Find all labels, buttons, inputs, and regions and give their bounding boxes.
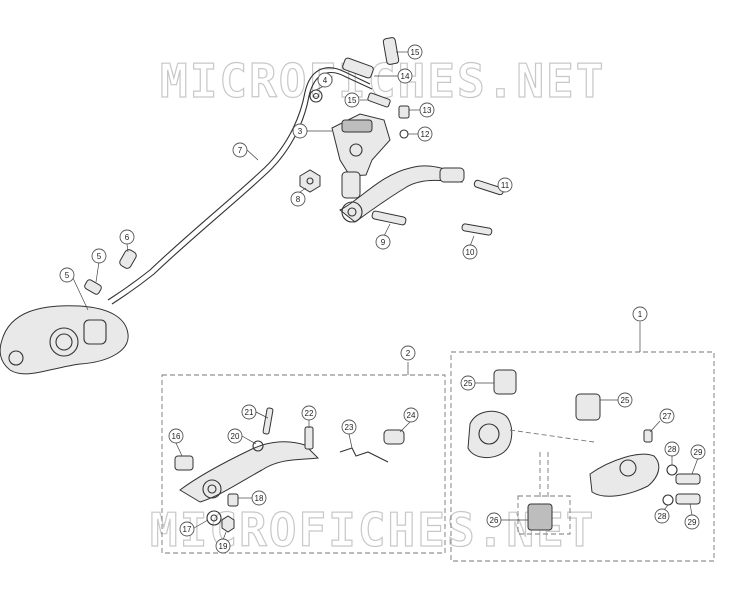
callout-25-left: 25	[464, 379, 473, 388]
callout-15: 15	[411, 48, 420, 57]
banjo-bolt-15	[367, 92, 391, 108]
callout-28-bottom: 28	[658, 512, 667, 521]
piston-25b	[575, 393, 601, 421]
callout-2: 2	[406, 349, 411, 358]
callout-17: 17	[183, 525, 192, 534]
callout-8: 8	[296, 195, 301, 204]
cap-13	[398, 105, 410, 119]
group-box-2	[161, 374, 446, 554]
callout-18: 18	[255, 494, 264, 503]
callout-29-top: 29	[694, 448, 703, 457]
callout-28-top: 28	[668, 445, 677, 454]
callout-9: 9	[381, 238, 386, 247]
callout-5-upper: 5	[97, 252, 102, 261]
clip-6	[119, 249, 137, 269]
group-box-1	[450, 351, 715, 562]
brake-pads-26	[527, 503, 553, 531]
callout-12: 12	[421, 130, 430, 139]
callout-26: 26	[490, 516, 499, 525]
callout-27: 27	[663, 412, 672, 421]
callout-13: 13	[423, 106, 432, 115]
callout-16: 16	[172, 432, 181, 441]
callouts: 15 14 4 15 13 12 3 7 11 8	[59, 44, 706, 554]
callout-4: 4	[323, 76, 328, 85]
pin-21	[262, 407, 274, 435]
pin-22	[304, 426, 314, 450]
pin-10	[461, 223, 493, 236]
callout-29-bottom: 29	[688, 518, 697, 527]
callout-6: 6	[125, 233, 130, 242]
nut-8	[299, 169, 321, 193]
bushing-18	[227, 493, 239, 507]
callout-21: 21	[245, 408, 254, 417]
callout-11: 11	[501, 181, 510, 190]
callout-24: 24	[407, 411, 416, 420]
brake-pedal-assembly	[179, 441, 320, 503]
callout-25-right: 25	[621, 396, 630, 405]
bleeder-27	[643, 429, 653, 443]
callout-5-lower: 5	[65, 271, 70, 280]
washer-17	[206, 510, 222, 526]
callout-7: 7	[238, 146, 243, 155]
pin-9	[371, 210, 407, 226]
bolt-5-upper	[84, 279, 102, 295]
bolt-29b	[675, 493, 701, 505]
callout-22: 22	[305, 409, 314, 418]
nut-19	[221, 515, 235, 533]
callout-3: 3	[298, 127, 303, 136]
washer-12	[399, 129, 409, 139]
callout-1: 1	[638, 310, 643, 319]
banjo-fitting	[342, 57, 374, 79]
spring-23	[339, 447, 389, 463]
brake-hose	[107, 67, 371, 301]
washer-28b	[662, 494, 674, 506]
callout-15-second: 15	[348, 96, 357, 105]
brake-caliper-left	[0, 305, 129, 375]
banjo-bolt-top	[382, 37, 400, 65]
spacer-16	[174, 455, 194, 471]
callout-20: 20	[231, 432, 240, 441]
callout-23: 23	[345, 423, 354, 432]
washer-28a	[666, 464, 678, 476]
pad-box	[517, 495, 571, 535]
callout-14: 14	[401, 72, 410, 81]
caliper-bracket	[467, 410, 513, 458]
callout-19: 19	[219, 542, 228, 551]
bolt-29a	[675, 473, 701, 485]
callout-10: 10	[466, 248, 475, 257]
clevis-24	[383, 429, 405, 445]
piston-25a	[493, 369, 517, 395]
